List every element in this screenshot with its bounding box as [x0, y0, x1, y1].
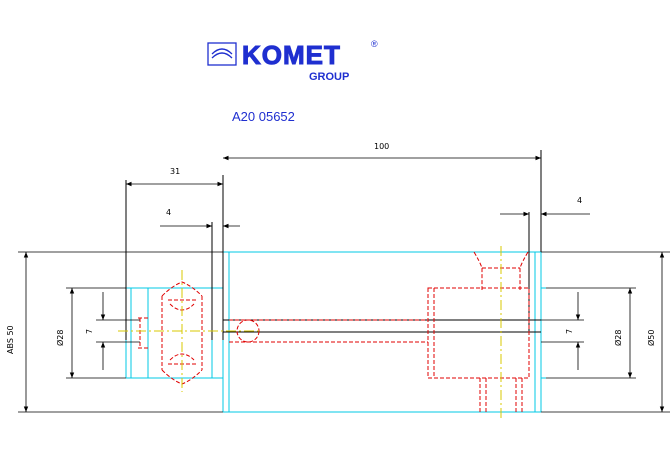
komet-logo-registered: ® — [371, 39, 378, 49]
dim-dia-28-left: Ø28 — [55, 330, 65, 346]
part-internal-lines — [125, 150, 542, 340]
komet-logo-mark — [207, 42, 237, 66]
dimension-lines — [18, 155, 670, 413]
dim-gap-right-4: 4 — [577, 196, 582, 205]
komet-logo: KOMET ® GROUP — [207, 39, 378, 83]
dim-abs-50: ABS 50 — [6, 325, 15, 354]
komet-logo-group: GROUP — [309, 71, 349, 83]
dim-gap-left-4: 4 — [166, 208, 171, 217]
dim-dia-28-right: Ø28 — [613, 330, 623, 346]
dim-dia-50: Ø50 — [646, 330, 656, 346]
komet-logo-brand: KOMET — [242, 40, 341, 70]
dim-offset-31: 31 — [170, 167, 180, 176]
dim-length-100: 100 — [374, 142, 389, 151]
dim-seven-right: 7 — [565, 329, 574, 334]
part-number: A20 05652 — [232, 109, 295, 124]
dim-seven-left: 7 — [85, 329, 94, 334]
center-lines — [118, 246, 502, 418]
